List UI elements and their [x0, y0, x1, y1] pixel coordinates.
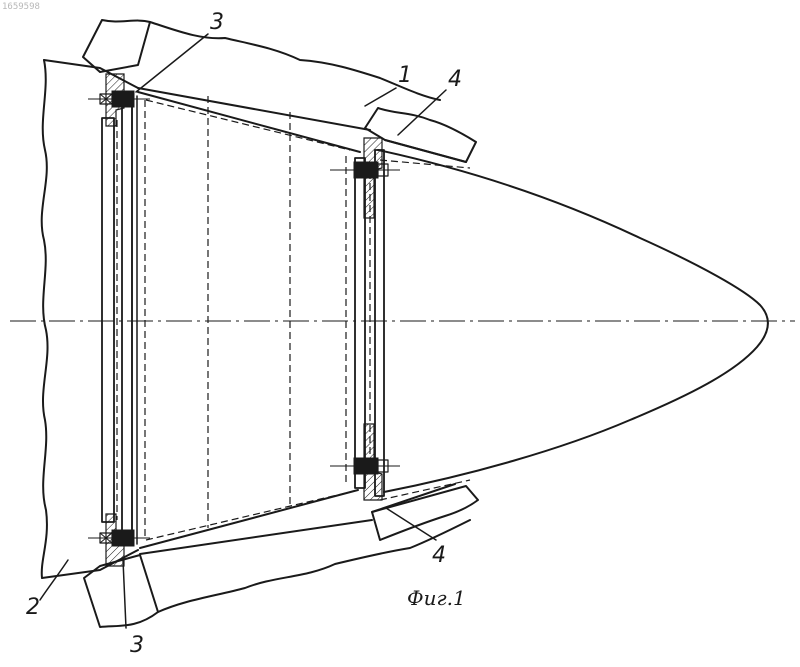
left-flange — [102, 74, 145, 566]
shell-fragment-bottom-left — [84, 520, 470, 627]
figure-caption: Фиг.1 — [407, 586, 466, 610]
bolt-3-bottom — [88, 530, 150, 546]
callout-3-bottom: 3 — [130, 633, 144, 658]
callout-1: 1 — [398, 63, 412, 88]
nose-cone — [365, 108, 768, 540]
bolt-4-top — [330, 162, 400, 178]
callout-2: 2 — [26, 595, 40, 620]
callout-4-top: 4 — [448, 67, 462, 92]
right-flange — [346, 138, 384, 500]
callout-3-top: 3 — [210, 10, 224, 35]
callout-4-bottom: 4 — [432, 543, 446, 568]
corner-code: 1659598 — [2, 2, 40, 12]
bolt-4-bottom — [330, 458, 400, 474]
wall-part-2 — [42, 60, 138, 578]
